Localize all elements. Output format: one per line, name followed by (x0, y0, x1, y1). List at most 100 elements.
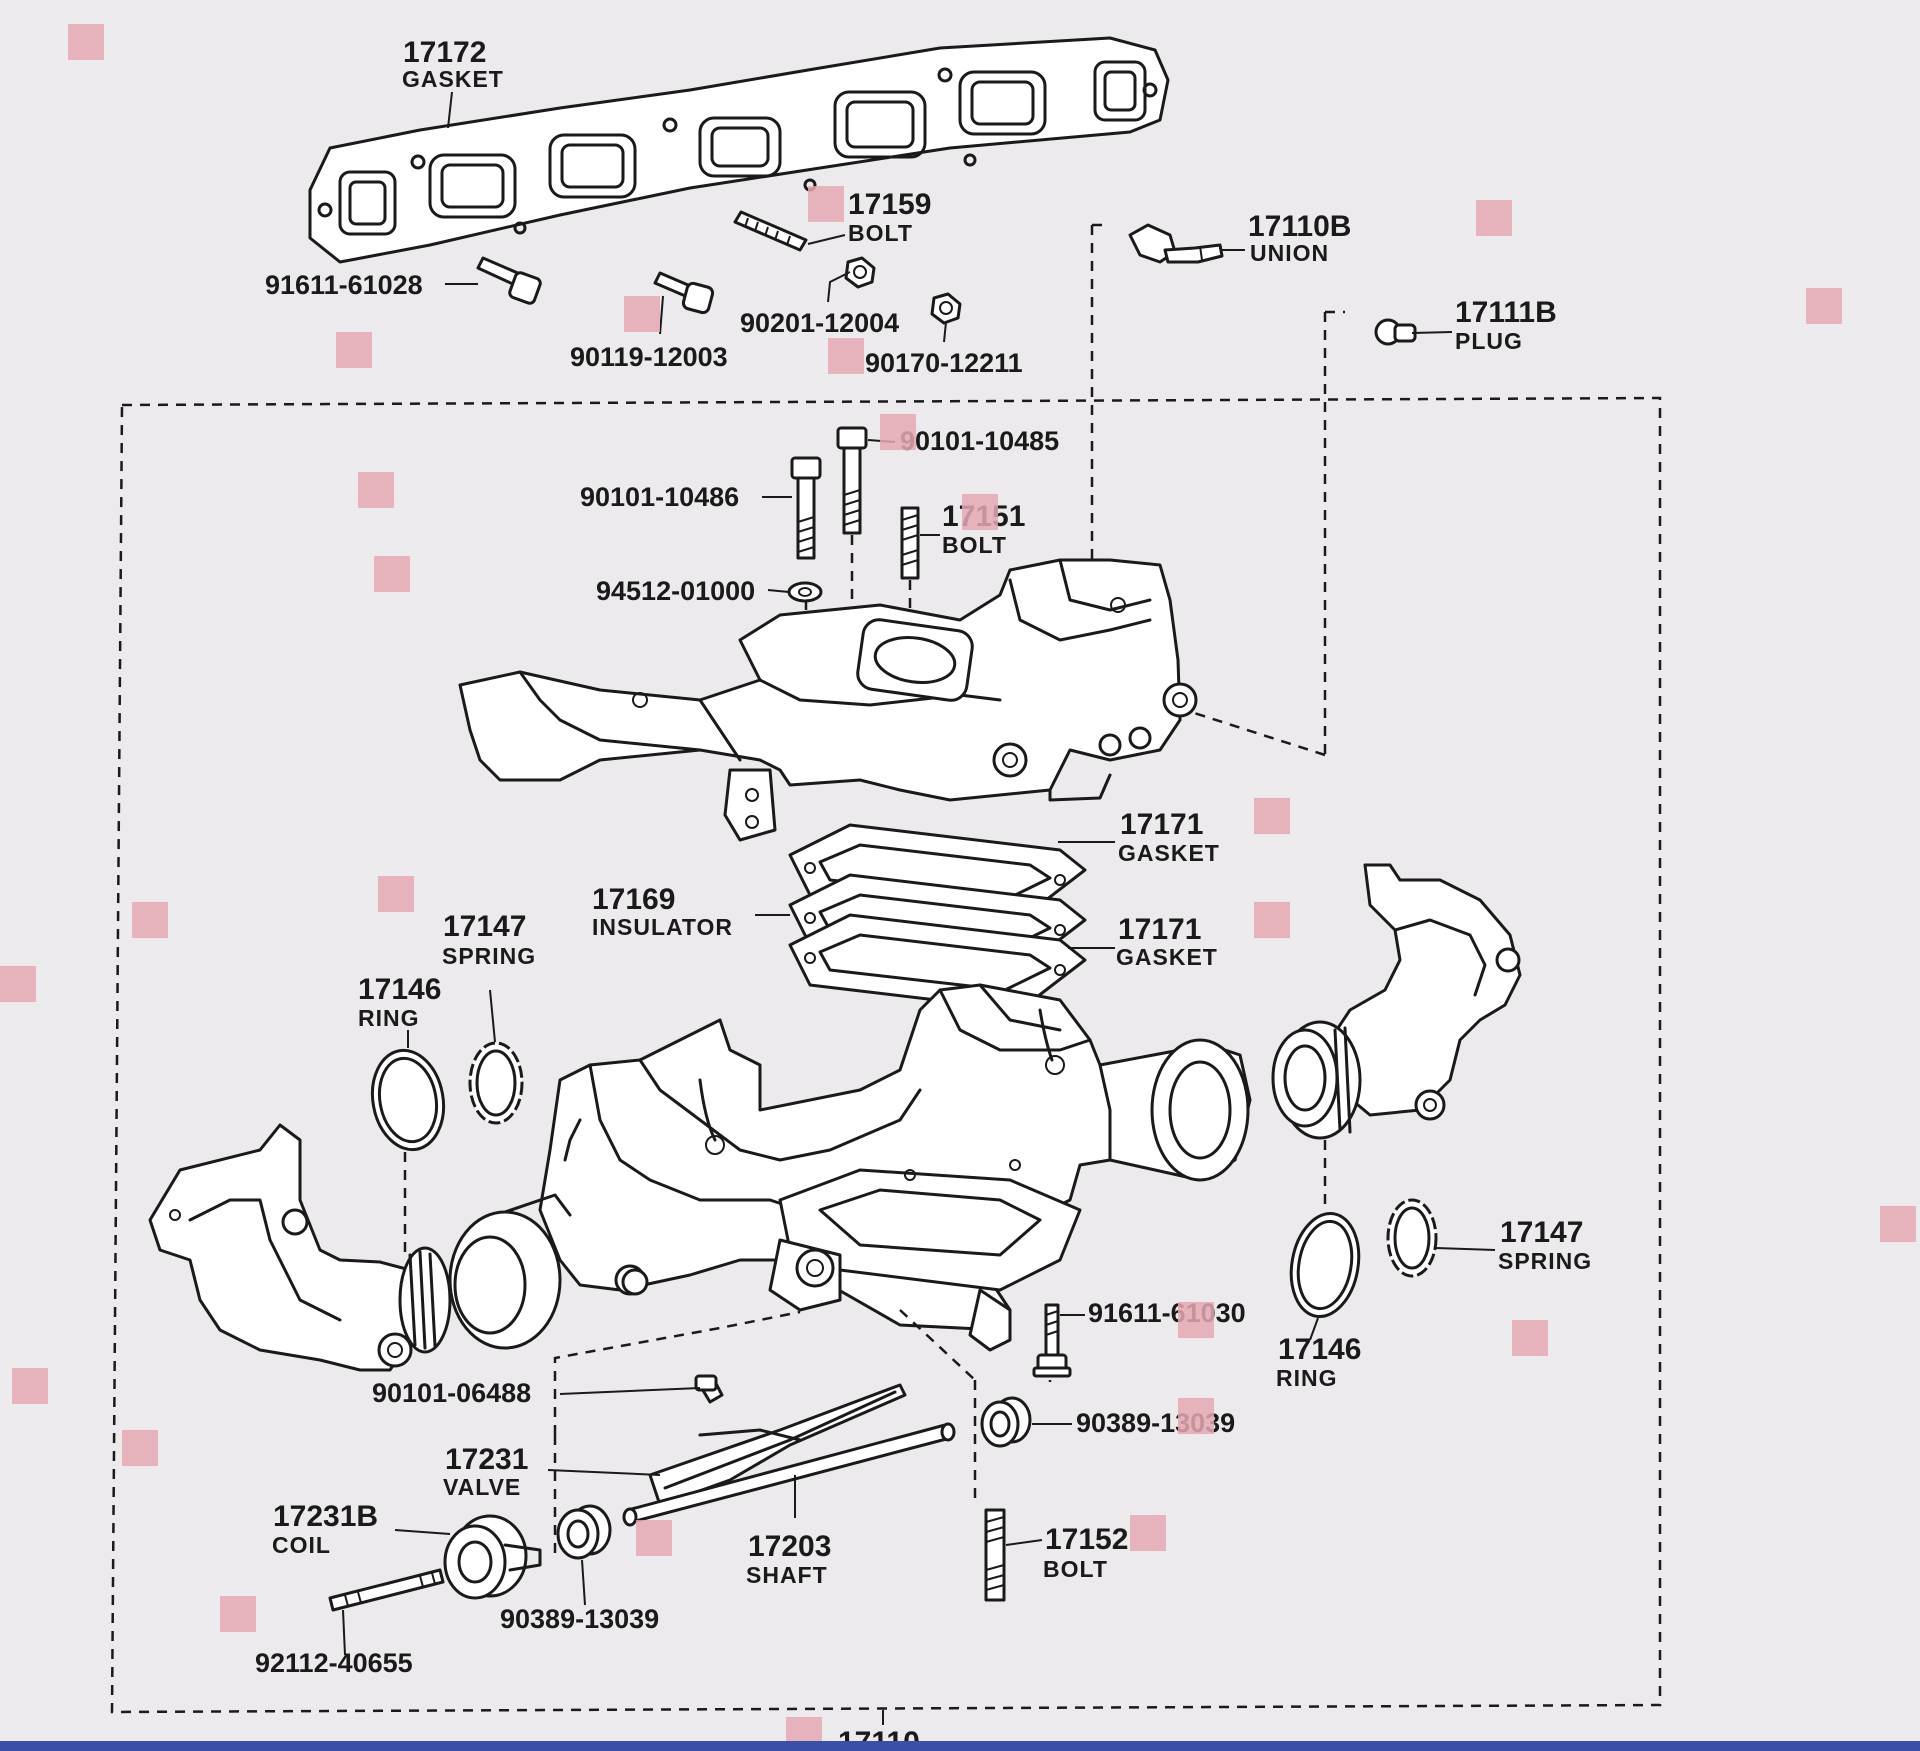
pink-marker (1254, 798, 1290, 834)
label-90201-12004: 90201-12004 (740, 308, 900, 338)
label-17203-name: SHAFT (746, 1562, 828, 1588)
label-17171-upper-number: 17171 (1120, 808, 1204, 841)
label-90101-10485: 90101-10485 (900, 426, 1060, 456)
spring-17147-right-drawing (1386, 1198, 1438, 1278)
pink-marker (122, 1430, 158, 1466)
label-17147-right-number: 17147 (1500, 1216, 1584, 1249)
label-17146-left-number: 17146 (358, 973, 442, 1006)
pink-marker (68, 24, 104, 60)
bolt-91611-61030-drawing (1032, 1303, 1072, 1378)
label-90389-13039-left: 90389-13039 (500, 1604, 660, 1634)
label-17147-left-name: SPRING (442, 943, 537, 969)
label-17152-name: BOLT (1043, 1556, 1108, 1582)
pink-marker (828, 338, 864, 374)
shaft-17203-drawing (622, 1422, 956, 1527)
label-90170-12211: 90170-12211 (865, 348, 1023, 378)
label-17110b-name: UNION (1250, 240, 1330, 266)
union-17110b-drawing (1128, 223, 1224, 264)
label-90101-06488: 90101-06488 (372, 1378, 532, 1408)
pink-marker (1178, 1398, 1214, 1434)
label-17231-name: VALVE (443, 1474, 522, 1500)
nut-90170-12211-drawing (930, 292, 962, 325)
label-92112-40655: 92112-40655 (255, 1648, 413, 1678)
bolt-17151-drawing (900, 506, 920, 580)
screen-bottom-edge (0, 1741, 1920, 1751)
pink-marker (378, 876, 414, 912)
bolt-17152-drawing (984, 1508, 1006, 1602)
bolt-90101-10486-drawing (790, 456, 822, 560)
gasket-insulator-stack-drawing (788, 823, 1087, 1012)
label-17203-number: 17203 (748, 1530, 832, 1563)
label-90119-12003: 90119-12003 (570, 342, 728, 372)
label-17111b-name: PLUG (1455, 328, 1523, 354)
bolt-92112-40655-drawing (328, 1568, 445, 1612)
label-91611-61028: 91611-61028 (265, 270, 423, 300)
label-17171-lower-name: GASKET (1116, 944, 1218, 970)
upper-manifold-drawing (458, 558, 1198, 842)
label-17159-number: 17159 (848, 188, 932, 221)
bolt-90101-10485-drawing (836, 426, 868, 535)
label-17231b-name: COIL (272, 1532, 331, 1558)
spring-17147-left-drawing (468, 1041, 524, 1125)
label-17231-number: 17231 (445, 1443, 529, 1476)
pink-marker (962, 494, 998, 530)
label-94512-01000: 94512-01000 (596, 576, 756, 606)
lower-manifold-drawing (538, 983, 1252, 1352)
pink-marker (220, 1596, 256, 1632)
plug-17111b-drawing (1374, 318, 1417, 346)
bolt-90101-06488-drawing (694, 1374, 724, 1404)
bushing-90389-13039-left-drawing (556, 1504, 612, 1560)
label-17169-number: 17169 (592, 883, 676, 916)
pink-marker (636, 1520, 672, 1556)
assembly-boundary (110, 396, 1662, 1714)
pink-marker (374, 556, 410, 592)
pink-marker (624, 296, 660, 332)
pink-marker (132, 902, 168, 938)
label-17172-number: 17172 (403, 36, 487, 69)
pink-marker (12, 1368, 48, 1404)
bolt-91611-61028-drawing (476, 256, 542, 305)
bushing-90389-13039-right-drawing (980, 1396, 1032, 1448)
nut-90201-12004-drawing (844, 256, 876, 289)
label-90101-10486: 90101-10486 (580, 482, 740, 512)
pink-marker (1476, 200, 1512, 236)
label-17147-right-name: SPRING (1498, 1248, 1593, 1274)
ring-17146-right-drawing (1289, 1211, 1361, 1319)
label-91611-61030: 91611-61030 (1088, 1298, 1246, 1328)
label-17159-name: BOLT (848, 220, 913, 246)
ring-17146-left-drawing (370, 1048, 446, 1152)
pink-marker (1806, 288, 1842, 324)
label-17172-name: GASKET (402, 66, 504, 92)
pink-marker (1512, 1320, 1548, 1356)
pink-marker (358, 472, 394, 508)
right-elbow-drawing (1271, 863, 1522, 1140)
washer-94512-01000-drawing (787, 581, 823, 603)
label-17111b-number: 17111B (1455, 296, 1557, 329)
label-17169-name: INSULATOR (592, 914, 734, 940)
label-17151-name: BOLT (942, 532, 1007, 558)
pink-marker (0, 966, 36, 1002)
label-17171-lower-number: 17171 (1118, 913, 1202, 946)
pink-marker (1254, 902, 1290, 938)
bolt-90119-12003-drawing (653, 271, 715, 315)
pink-marker (1178, 1302, 1214, 1338)
label-17146-right-number: 17146 (1278, 1333, 1362, 1366)
label-17147-left-number: 17147 (443, 910, 527, 943)
label-17231b-number: 17231B (273, 1500, 379, 1533)
pink-marker (808, 186, 844, 222)
leader-lines (342, 91, 1496, 1725)
pink-marker (336, 332, 372, 368)
label-17146-right-name: RING (1276, 1365, 1338, 1391)
bolt-17159-drawing (733, 210, 808, 252)
label-17146-left-name: RING (358, 1005, 420, 1031)
label-17110b-number: 17110B (1248, 210, 1352, 243)
gasket-17172-drawing (308, 36, 1170, 264)
pink-marker (1130, 1515, 1166, 1551)
pink-marker (880, 414, 916, 450)
label-17171-upper-name: GASKET (1118, 840, 1220, 866)
left-elbow-drawing (148, 1123, 649, 1372)
coil-17231b-drawing (443, 1514, 542, 1600)
pink-marker (1880, 1206, 1916, 1242)
